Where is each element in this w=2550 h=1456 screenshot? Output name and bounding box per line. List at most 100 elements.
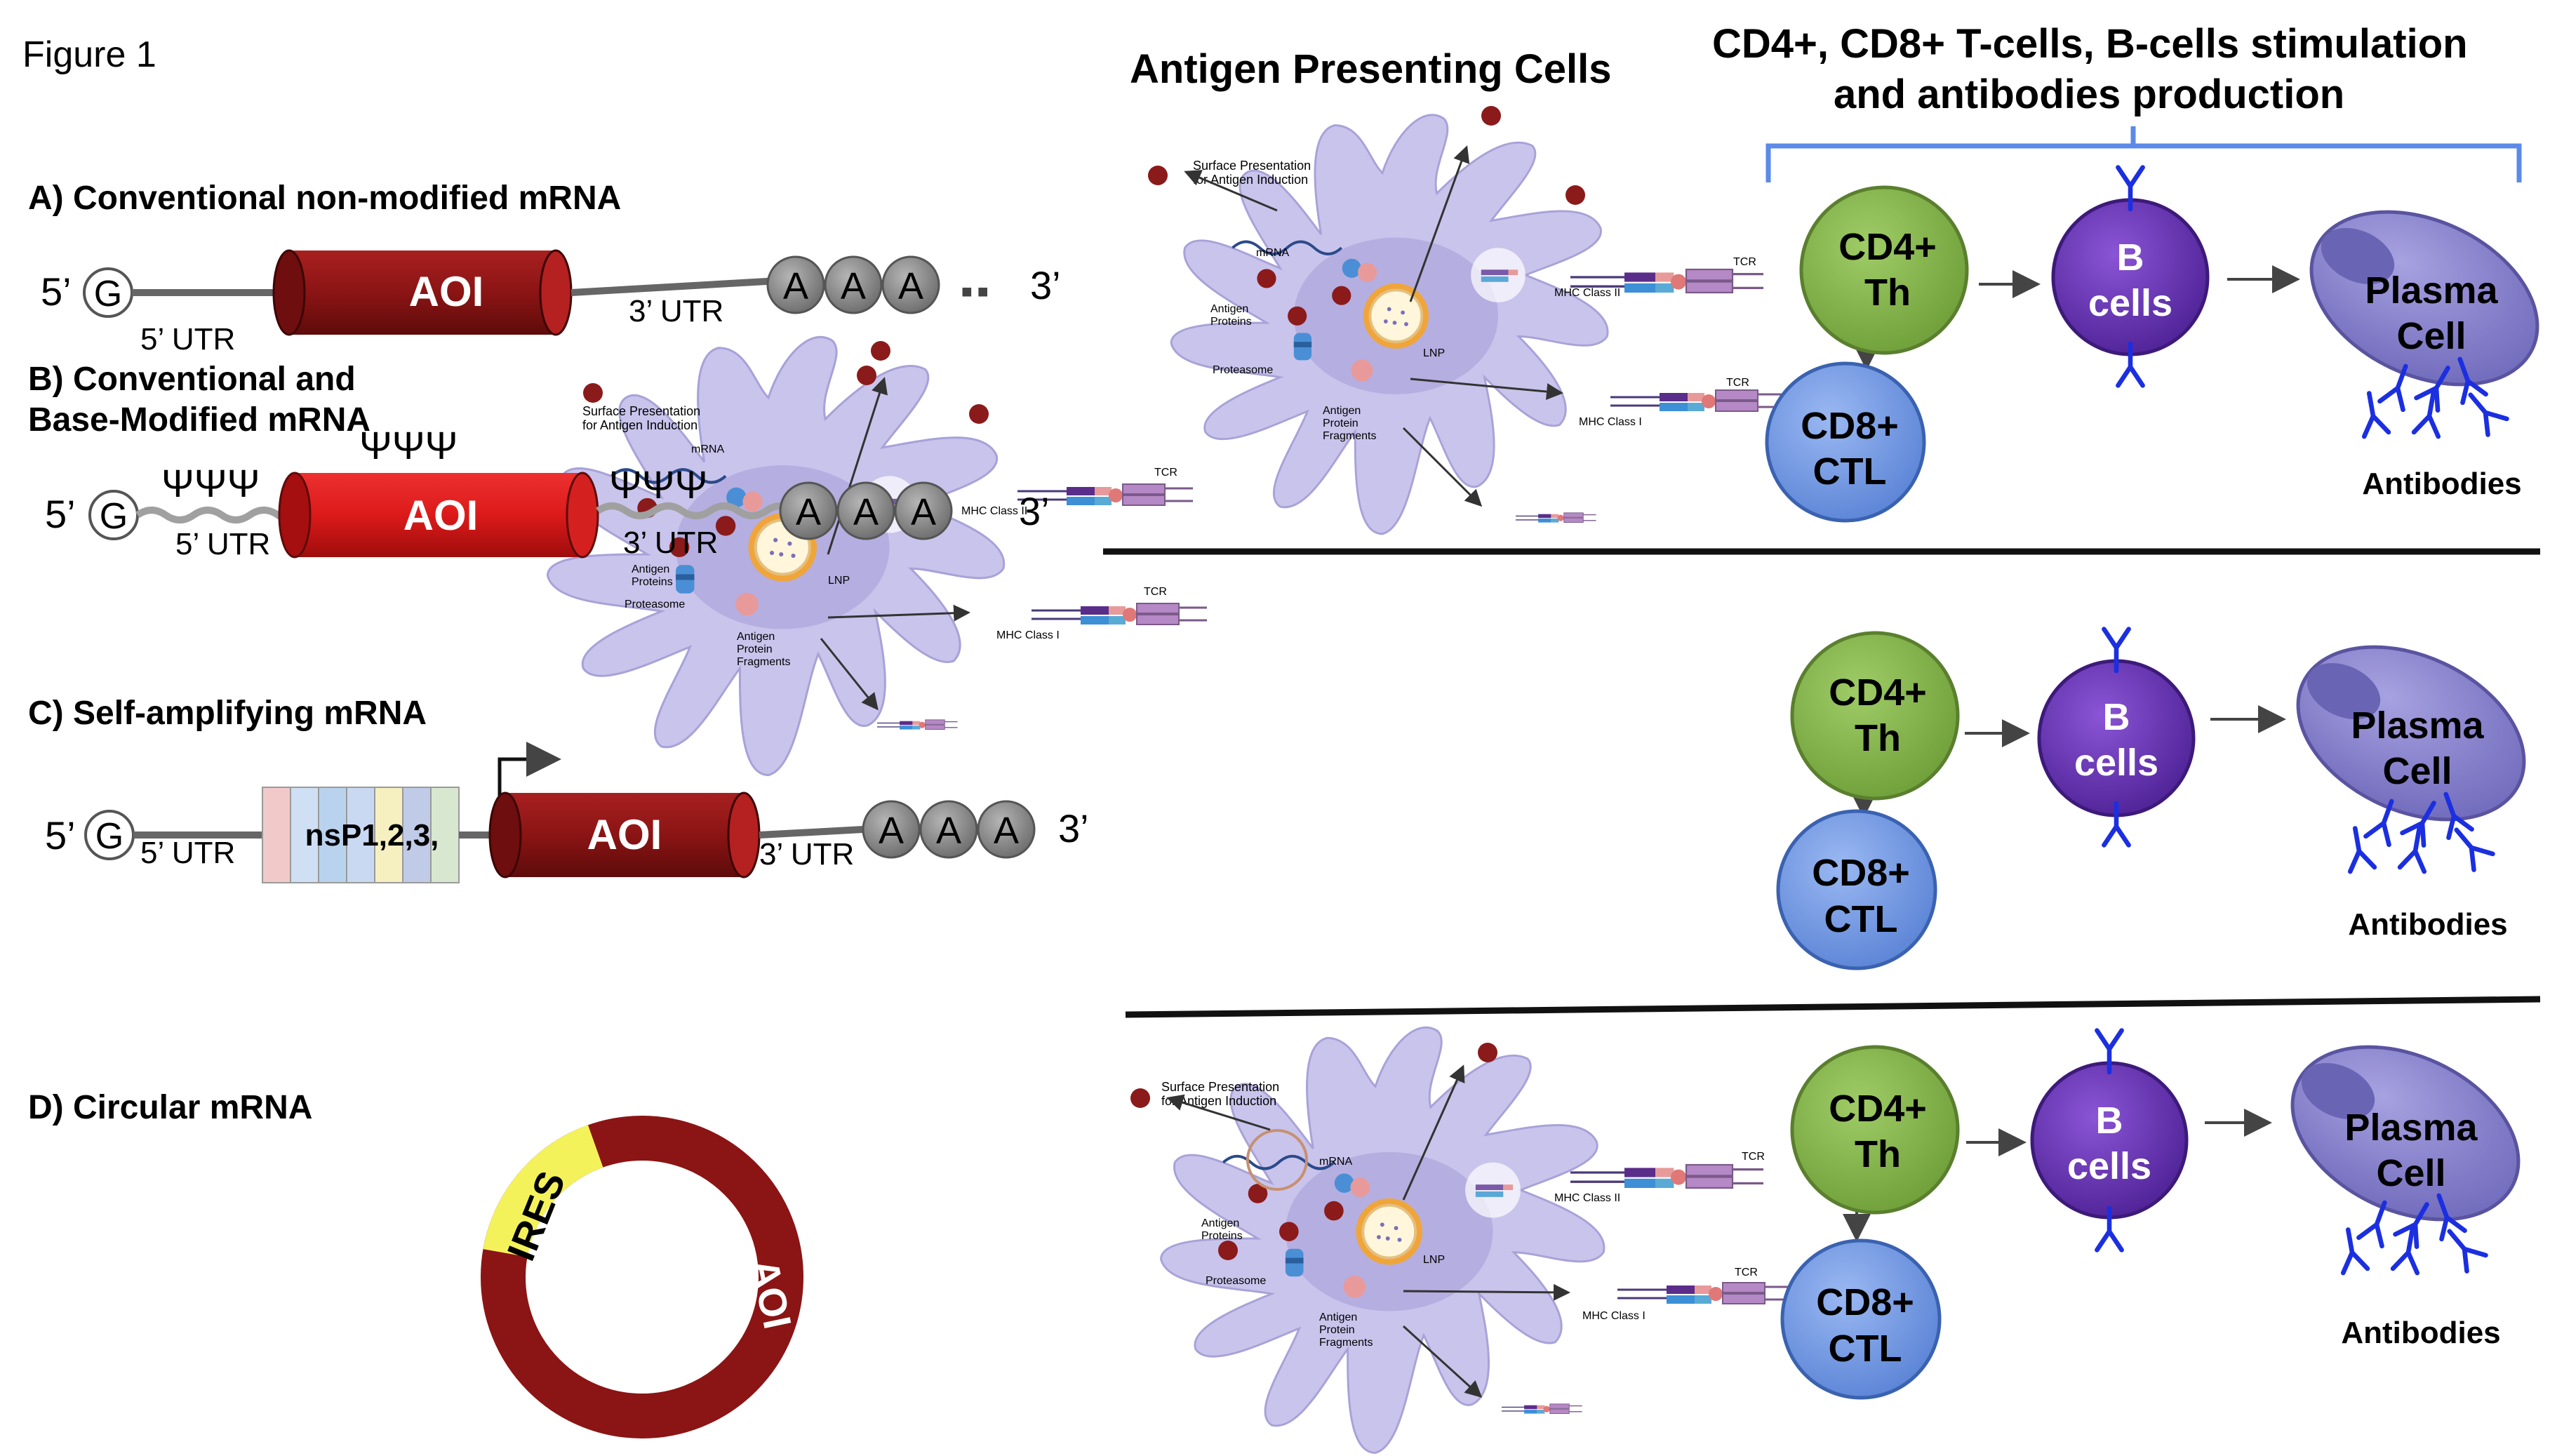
b-cell-1-l2: cells <box>2088 282 2172 324</box>
apc-b-mrna: mRNA <box>691 443 724 455</box>
panel-b-utr5: 5’ UTR <box>175 527 270 561</box>
panel-d: D) Circular mRNA IRES AOI <box>28 1089 803 1438</box>
apc-top-surface-l2: for Antigen Induction <box>1193 173 1308 187</box>
apc-top-surface-l1: Surface Presentation <box>1193 159 1311 173</box>
panel-b-a3-letter: A <box>911 491 936 533</box>
panel-c-5prime: 5’ <box>45 813 76 857</box>
panel-d-circular-mrna <box>481 1116 803 1438</box>
apc-top-frag-l2: Protein <box>1323 418 1359 429</box>
panel-b: B) Conventional and Base-Modified mRNA Ψ… <box>28 361 1050 561</box>
panel-b-psi-left: ΨΨΨ <box>161 461 260 505</box>
apc-b-frag-l2: Protein <box>737 643 773 655</box>
immune-row-3: CD4+ Th CD8+ CTL B cells Plasma Cell Ant… <box>1780 1013 2521 1400</box>
panel-a-3prime: 3’ <box>1030 263 1061 307</box>
cd8-ctl-cell-1 <box>1765 361 1926 523</box>
antibodies-label-3: Antibodies <box>2341 1316 2500 1350</box>
panel-c-utr3: 3’ UTR <box>759 837 854 871</box>
apc-top-tcr-1: TCR <box>1733 256 1756 268</box>
cd4-th-3-l1: CD4+ <box>1829 1088 1927 1130</box>
panel-c-a2-letter: A <box>936 810 961 852</box>
stim-header-line2: and antibodies production <box>1834 72 2344 117</box>
plasma-2-l2: Cell <box>2382 750 2452 792</box>
cd8-ctl-cell-3 <box>1780 1238 1942 1400</box>
plasma-3-l1: Plasma <box>2344 1107 2478 1149</box>
figure-label: Figure 1 <box>22 34 156 75</box>
apc-b-tcr-1: TCR <box>1154 467 1177 479</box>
panel-a-a3-letter: A <box>898 265 923 307</box>
panel-b-label-l1: B) Conventional and <box>28 361 356 398</box>
plasma-2-l1: Plasma <box>2351 704 2484 747</box>
b-cell-1-l1: B <box>2117 236 2144 279</box>
cd4-th-1-l2: Th <box>1864 272 1911 314</box>
apc-top-mhc1: MHC Class I <box>1579 416 1642 428</box>
apc-b-antigen-l1: Antigen <box>632 563 669 575</box>
panel-c-a3-letter: A <box>994 810 1019 852</box>
panel-a-utr5: 5’ UTR <box>140 322 235 356</box>
cd8-ctl-3-l1: CD8+ <box>1816 1281 1914 1323</box>
apc-top-tcr-2: TCR <box>1726 377 1749 389</box>
panel-b-a2-letter: A <box>853 491 879 533</box>
apc-cell-panel-b: Surface Presentation for Antigen Inducti… <box>547 337 1207 775</box>
apc-b-surface-l1: Surface Presentation <box>582 404 700 418</box>
antibodies-label-2: Antibodies <box>2348 907 2507 942</box>
apc-b-frag-l1: Antigen <box>737 631 775 643</box>
apc-b-antigen-l2: Proteins <box>632 576 673 588</box>
b-cell-2 <box>2037 659 2196 817</box>
cd4-th-2-l1: CD4+ <box>1829 672 1927 714</box>
apc-bot-mhc2: MHC Class II <box>1554 1192 1620 1204</box>
apc-b-tcr-2: TCR <box>1144 586 1167 598</box>
panel-b-a2 <box>836 481 895 540</box>
panel-a-aoi-label: AOI <box>409 268 484 315</box>
apc-bot-antigen-l2: Proteins <box>1201 1230 1243 1242</box>
panel-a-5prime: 5’ <box>41 269 72 314</box>
panel-c-nsp-block <box>262 787 460 883</box>
plasma-3-l2: Cell <box>2376 1152 2445 1194</box>
apc-bot-tcr-1: TCR <box>1742 1151 1765 1163</box>
panel-b-psi-top: ΨΨΨ <box>359 423 458 467</box>
panel-a-a2-letter: A <box>841 265 866 307</box>
panel-a-dots: ■ ■ <box>961 281 989 302</box>
panel-c-aoi-label: AOI <box>587 811 662 858</box>
panel-a-label: A) Conventional non-modified mRNA <box>28 180 621 217</box>
apc-bot-frag-l2: Protein <box>1319 1324 1355 1336</box>
panel-c-a1 <box>862 800 921 859</box>
apc-bot-tcr-2: TCR <box>1735 1267 1758 1278</box>
plasma-1-l1: Plasma <box>2365 269 2498 312</box>
panel-a-a1 <box>766 255 825 314</box>
stim-header-line1: CD4+, CD8+ T-cells, B-cells stimulation <box>1712 21 2468 67</box>
apc-top-proteasome: Proteasome <box>1213 364 1273 376</box>
b-cell-2-l2: cells <box>2074 742 2158 784</box>
apc-cell-bottom: Surface Presentation for Antigen Inducti… <box>1130 1027 1793 1452</box>
immune-row-2: CD4+ Th CD8+ CTL B cells Plasma Cell Ant… <box>1776 613 2526 970</box>
panel-a-a2 <box>824 255 883 314</box>
apc-bot-mhc1: MHC Class I <box>1582 1310 1646 1322</box>
cd8-ctl-2-l2: CTL <box>1824 898 1898 940</box>
panel-d-ires-segment <box>483 1125 604 1257</box>
apc-top-antigen-l2: Proteins <box>1210 316 1252 328</box>
divider-2 <box>1125 996 2541 1018</box>
cd4-th-cell-1 <box>1799 185 1969 355</box>
panel-c-label: C) Self-amplifying mRNA <box>28 695 427 732</box>
panel-b-5prime: 5’ <box>45 492 76 536</box>
cd8-ctl-1-l2: CTL <box>1813 450 1887 493</box>
apc-top-mrna: mRNA <box>1256 247 1289 259</box>
cd8-ctl-1-l1: CD8+ <box>1801 405 1899 447</box>
panel-b-aoi-cylinder <box>295 473 582 557</box>
apc-bot-frag-l1: Antigen <box>1319 1311 1357 1323</box>
panel-c-a3 <box>977 800 1036 859</box>
panel-c-a1-letter: A <box>879 810 904 852</box>
b-cell-3-l1: B <box>2096 1100 2123 1142</box>
cd8-ctl-cell-2 <box>1776 809 1937 970</box>
apc-top-antigen-l1: Antigen <box>1210 303 1248 315</box>
cd4-th-3-l2: Th <box>1855 1133 1901 1175</box>
antibodies-label-1: Antibodies <box>2362 467 2521 501</box>
apc-top-frag-l3: Fragments <box>1323 430 1376 442</box>
apc-b-lnp: LNP <box>828 575 850 587</box>
stim-bracket <box>1765 126 2522 182</box>
panel-c-utr5: 5’ UTR <box>140 836 235 870</box>
panel-c-nsp-label: nsP1,2,3, <box>305 818 439 853</box>
panel-a: A) Conventional non-modified mRNA 5’ G 5… <box>28 180 1061 356</box>
apc-top-mhc2: MHC Class II <box>1554 287 1620 299</box>
apc-b-mhc1: MHC Class I <box>996 629 1060 641</box>
